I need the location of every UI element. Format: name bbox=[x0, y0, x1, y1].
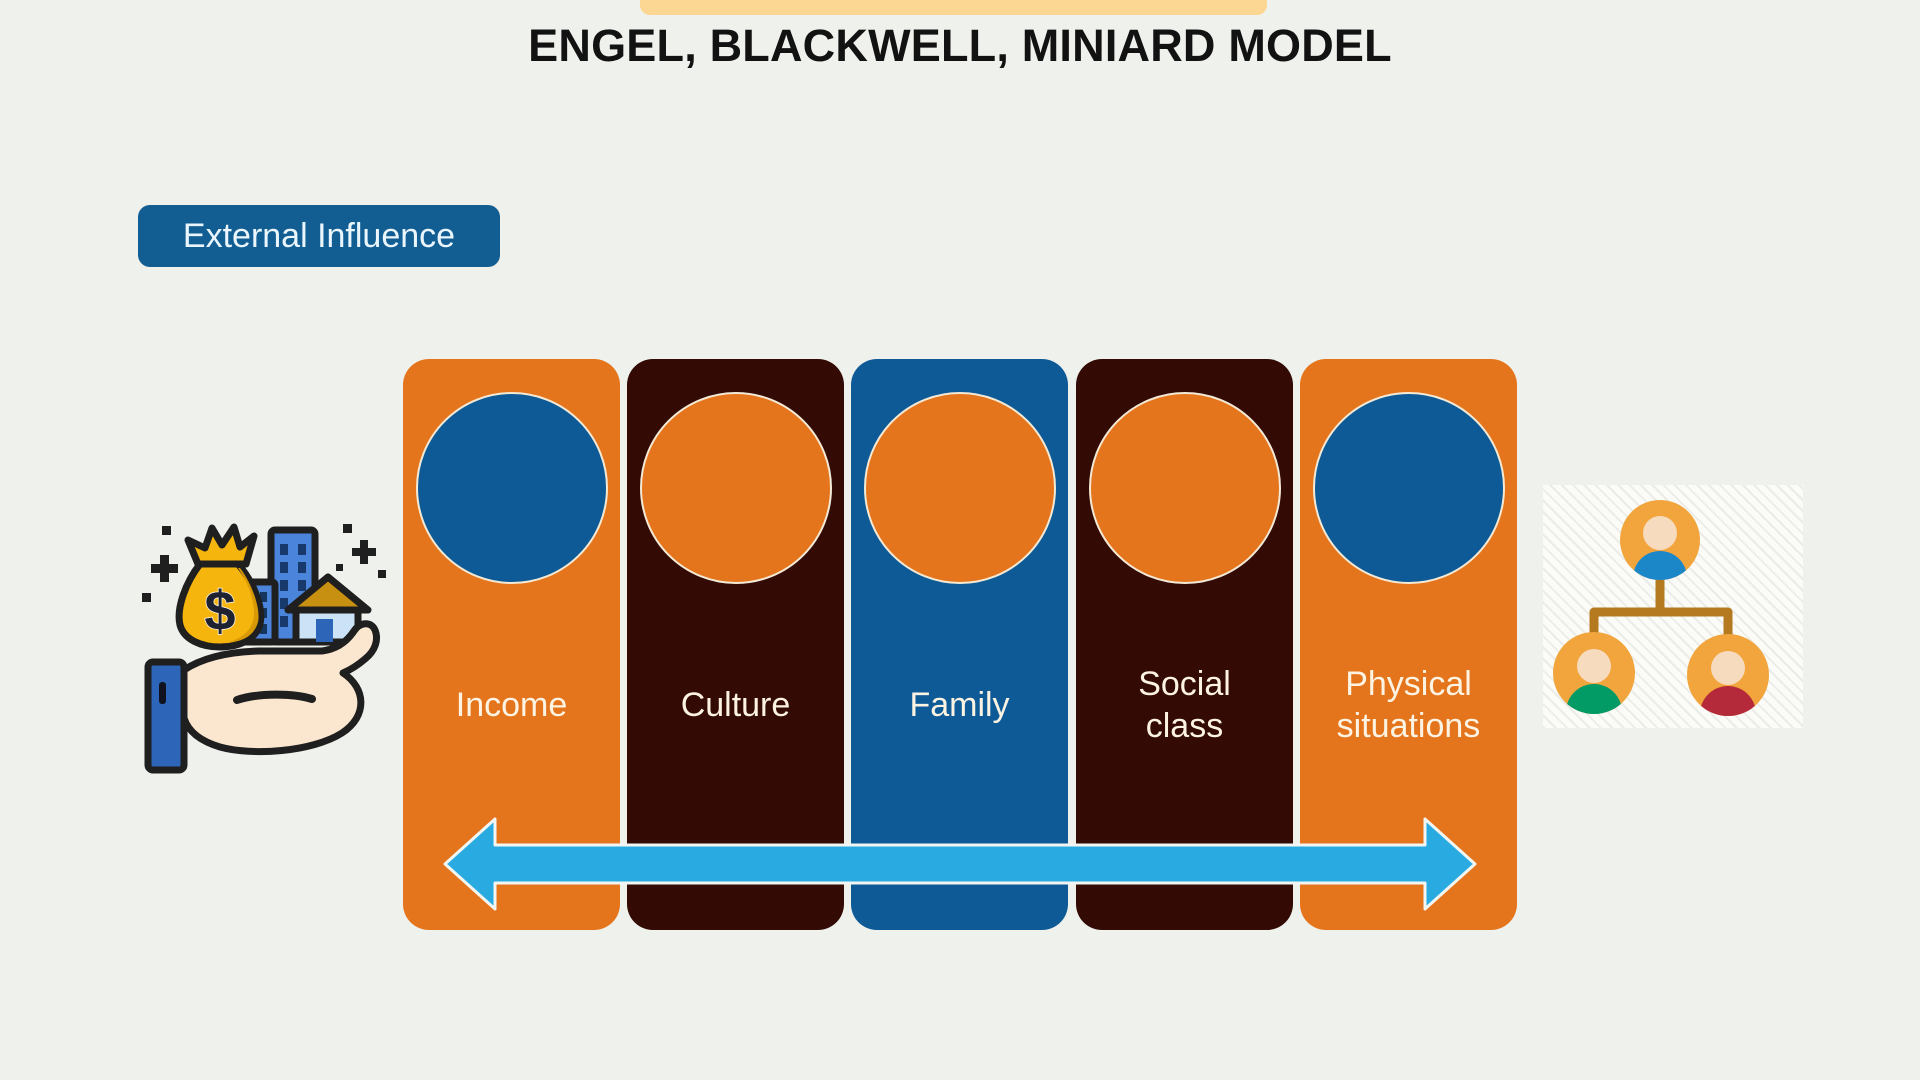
house bbox=[284, 573, 372, 646]
card-social-class: Social class bbox=[1076, 359, 1293, 930]
title-accent-bar bbox=[640, 0, 1267, 15]
page-title: ENGEL, BLACKWELL, MINIARD MODEL bbox=[528, 20, 1392, 71]
svg-text:$: $ bbox=[204, 579, 235, 642]
double-arrow-shape bbox=[443, 817, 1477, 911]
card-label-family: Family bbox=[909, 685, 1010, 724]
family-circle bbox=[863, 392, 1056, 584]
card-family: Family bbox=[851, 359, 1068, 930]
double-arrow-icon bbox=[443, 817, 1477, 911]
card-label-income: Income bbox=[455, 685, 568, 724]
income-circle bbox=[415, 392, 608, 584]
physical-situations-circle bbox=[1312, 392, 1505, 584]
hand-holding-money-icon: $ bbox=[142, 523, 386, 774]
hand bbox=[144, 620, 381, 774]
tree-connectors bbox=[1589, 580, 1733, 636]
money-bag: $ bbox=[175, 523, 265, 651]
avatar-child-left bbox=[1553, 632, 1635, 714]
social-class-circle bbox=[1088, 392, 1281, 584]
external-influence-badge: External Influence bbox=[138, 205, 500, 267]
card-physical-situations: Physical situations bbox=[1300, 359, 1517, 930]
card-culture: Culture bbox=[627, 359, 844, 930]
avatar-child-right bbox=[1687, 634, 1769, 716]
external-influence-label: External Influence bbox=[182, 216, 456, 255]
sparkles bbox=[142, 524, 386, 602]
culture-circle bbox=[639, 392, 832, 584]
avatar-parent bbox=[1620, 500, 1700, 580]
card-label-physical-situations: Physical situations bbox=[1336, 664, 1481, 746]
card-label-social-class: Social class bbox=[1138, 664, 1231, 746]
card-label-culture: Culture bbox=[680, 685, 791, 724]
card-income: Income bbox=[403, 359, 620, 930]
family-tree-icon bbox=[1553, 500, 1769, 716]
